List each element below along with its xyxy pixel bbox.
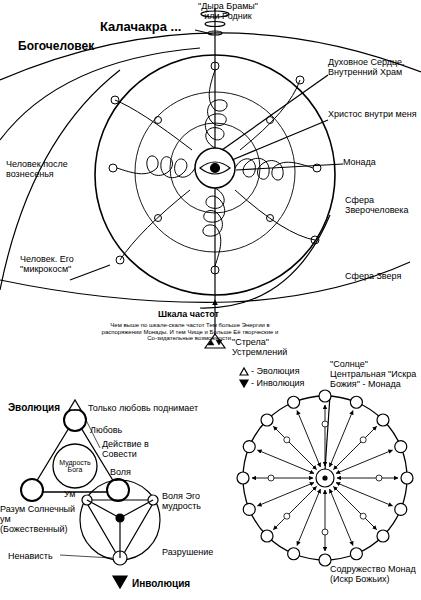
monad-spark (350, 396, 362, 408)
eye-pupil (211, 164, 220, 173)
diagram-label: Христос внутри меня (328, 110, 418, 120)
leader-line (70, 265, 110, 280)
spiral-arms (109, 62, 321, 274)
diagram-label: Калачакра ... (100, 20, 210, 34)
monad-spark (377, 414, 389, 426)
eye-circle (195, 148, 235, 188)
diagram-label: Эволюция (8, 402, 78, 413)
monad-spark (243, 503, 255, 515)
sphere-arc (200, 215, 330, 308)
diagram-label: Духовное Сердце. Внутренний Храм (328, 58, 420, 78)
diagram-label: Разум Солнечный ум (Божественный) (0, 505, 80, 535)
diagram-label: "Стрела" Устремлений (232, 338, 322, 358)
monad-spark (377, 530, 389, 542)
diagram-label: "Дыра Брамы" или Родник (192, 2, 264, 22)
diagram-label: Сфера Зверя (345, 272, 415, 282)
microcosm-circle (95, 55, 335, 295)
spiral-arm (203, 188, 225, 274)
monad-spark (319, 554, 331, 566)
diagram-label: Человек. Его "микрокосм" (20, 255, 115, 275)
monad-spoke (336, 483, 392, 506)
diagram-label: Воля (110, 468, 150, 478)
monad-spoke (337, 478, 398, 479)
diagram-label: Инволюция (132, 578, 212, 589)
diagram-label: Действие в Совести (102, 440, 172, 460)
monad-spark (322, 529, 328, 535)
monad-spoke (297, 411, 320, 467)
leader-line (222, 75, 328, 150)
monad-spark (360, 513, 366, 519)
monad-spark (395, 441, 407, 453)
monad-spoke (258, 450, 314, 473)
diagram-label: Ненависть (8, 552, 78, 562)
monad-spark (268, 475, 274, 481)
wisdom-circle: Мудрость Бога (52, 443, 98, 489)
leader-line (325, 395, 330, 470)
node-text-wrap: Мудрость Бога (52, 443, 98, 489)
monad-spoke (273, 486, 316, 529)
diagram-label: Воля Эго мудрость (162, 492, 217, 512)
monad-spark (288, 396, 300, 408)
diagram-label: Любовь (90, 426, 150, 436)
monad-spoke (333, 426, 376, 469)
monad-spoke (330, 411, 353, 467)
monad-spoke (330, 489, 353, 545)
monad-spoke (333, 486, 376, 529)
legend-text: - Эволюция (251, 367, 331, 377)
circle-shape (53, 444, 97, 488)
monad-spoke (297, 489, 320, 545)
monad-spoke (336, 450, 392, 473)
monad-spark (360, 437, 366, 443)
leader-line (232, 120, 328, 160)
involution-symbol (240, 380, 248, 387)
spiral-arm (205, 62, 227, 148)
monad-spoke (258, 483, 314, 506)
diagram-label: Богочеловек (18, 40, 128, 53)
monad-spoke (273, 426, 316, 469)
monad-spark (319, 390, 331, 402)
monad-sun (237, 390, 413, 566)
diagram-label: Монада (343, 158, 413, 168)
diagram-label: "Солнце" Центральная "Искра Божия" - Мон… (330, 360, 420, 390)
leader-line (236, 164, 343, 170)
sphere-arc (0, 70, 120, 290)
leader-line (195, 30, 212, 34)
monad-spoke (252, 478, 313, 479)
monad-spark (395, 503, 407, 515)
node-text: Мудрость Бога (55, 459, 95, 474)
monad-spark (243, 441, 255, 453)
legend-text: - Инволюция (251, 379, 331, 389)
monad-spark (401, 472, 413, 484)
diagram-label: Разрушение (162, 548, 232, 558)
kalachakra-ring (205, 22, 225, 27)
diagram-label: Содружество Монад (Искр Божьих) (330, 565, 420, 585)
diagram-label: Сфера Зверочеловека (345, 196, 417, 216)
sphere-arc (0, 33, 421, 80)
sphere-arc (0, 48, 200, 140)
monad-spark (350, 548, 362, 560)
diagram-label: Только любовь поднимает (88, 404, 218, 414)
monad-spark (261, 530, 273, 542)
monad-spark (284, 513, 290, 519)
monad-spark (288, 548, 300, 560)
diagram-label: Человек после вознесенья (6, 160, 96, 180)
monad-spark (376, 475, 382, 481)
monad-spark (322, 421, 328, 427)
spiral-arm (109, 156, 195, 178)
diagram-label: Шкала частот (158, 310, 248, 320)
eye-symbol (200, 162, 230, 174)
involution-triangle (60, 480, 160, 588)
diagram-label: Ум (64, 490, 94, 500)
monad-spark (284, 437, 290, 443)
monad-spark (261, 414, 273, 426)
monad-spoke (325, 405, 326, 466)
monad-spoke (325, 490, 326, 551)
evolution-symbol (240, 368, 248, 375)
monad-spark (237, 472, 249, 484)
